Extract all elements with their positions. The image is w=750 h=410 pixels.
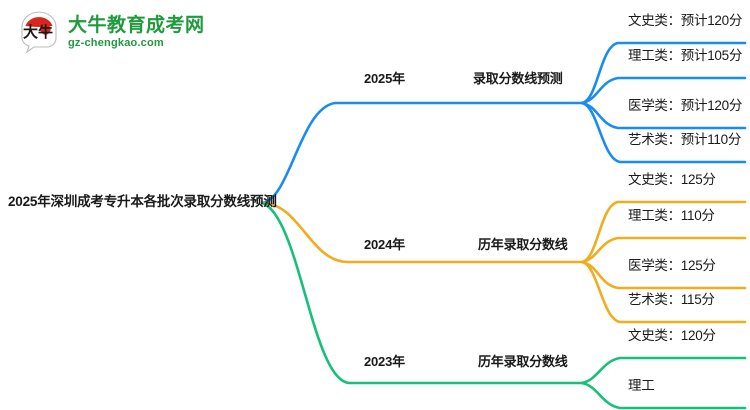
connector-root-to-2023 [260, 201, 584, 385]
leaf-2025-yixue[interactable]: 医学类：预计120分 [628, 98, 743, 113]
logo-name-cn: 大牛教育成考网 [68, 14, 205, 36]
connector-2023-to-leaf-2 [580, 381, 747, 410]
leaf-2025-ligong[interactable]: 理工类：预计105分 [628, 48, 743, 63]
node-category-2023[interactable]: 历年录取分数线 [478, 354, 568, 369]
connector-2024-to-leaf-2 [580, 236, 747, 264]
svg-text:大牛: 大牛 [23, 23, 53, 41]
connector-2025-to-leaf-4 [580, 101, 747, 164]
leaf-2023-ligong[interactable]: 理工 [628, 378, 655, 393]
logo-mark-icon: 大牛 [18, 11, 60, 54]
connector-2025-to-leaf-2 [580, 76, 747, 105]
site-logo: 大牛 大牛教育成考网 gz-chengkao.com [18, 6, 248, 58]
connector-root-to-2025 [260, 101, 584, 205]
logo-bubble-icon: 大牛 [21, 11, 57, 54]
logo-text: 大牛教育成考网 gz-chengkao.com [68, 16, 205, 49]
leaf-2023-wenshi[interactable]: 文史类：120分 [628, 328, 716, 343]
connector-2024-to-leaf-1 [580, 200, 747, 264]
root-node-label[interactable]: 2025年深圳成考专升本各批次录取分数线预测 [8, 194, 277, 209]
logo-name-en: gz-chengkao.com [68, 36, 164, 49]
leaf-2024-yixue[interactable]: 医学类：125分 [628, 258, 716, 273]
node-category-2024[interactable]: 历年录取分数线 [478, 237, 568, 252]
leaf-2024-wenshi[interactable]: 文史类：125分 [628, 172, 716, 187]
branch-curves-group [260, 41, 747, 410]
leaf-2025-yishu[interactable]: 艺术类：预计110分 [628, 132, 742, 147]
connector-2024-to-leaf-4 [580, 260, 747, 324]
leaf-2025-wenshi[interactable]: 文史类：预计120分 [628, 13, 743, 28]
connector-2025-to-leaf-1 [580, 41, 747, 105]
leaf-2024-yishu[interactable]: 艺术类：115分 [628, 292, 715, 307]
connector-2023-to-leaf-1 [580, 356, 747, 385]
node-year-2023[interactable]: 2023年 [364, 354, 405, 369]
node-year-2024[interactable]: 2024年 [364, 237, 405, 252]
node-category-2025[interactable]: 录取分数线预测 [473, 71, 563, 86]
leaf-2024-ligong[interactable]: 理工类：110分 [628, 208, 715, 223]
node-year-2025[interactable]: 2025年 [364, 71, 405, 86]
connector-root-to-2024 [260, 201, 584, 264]
